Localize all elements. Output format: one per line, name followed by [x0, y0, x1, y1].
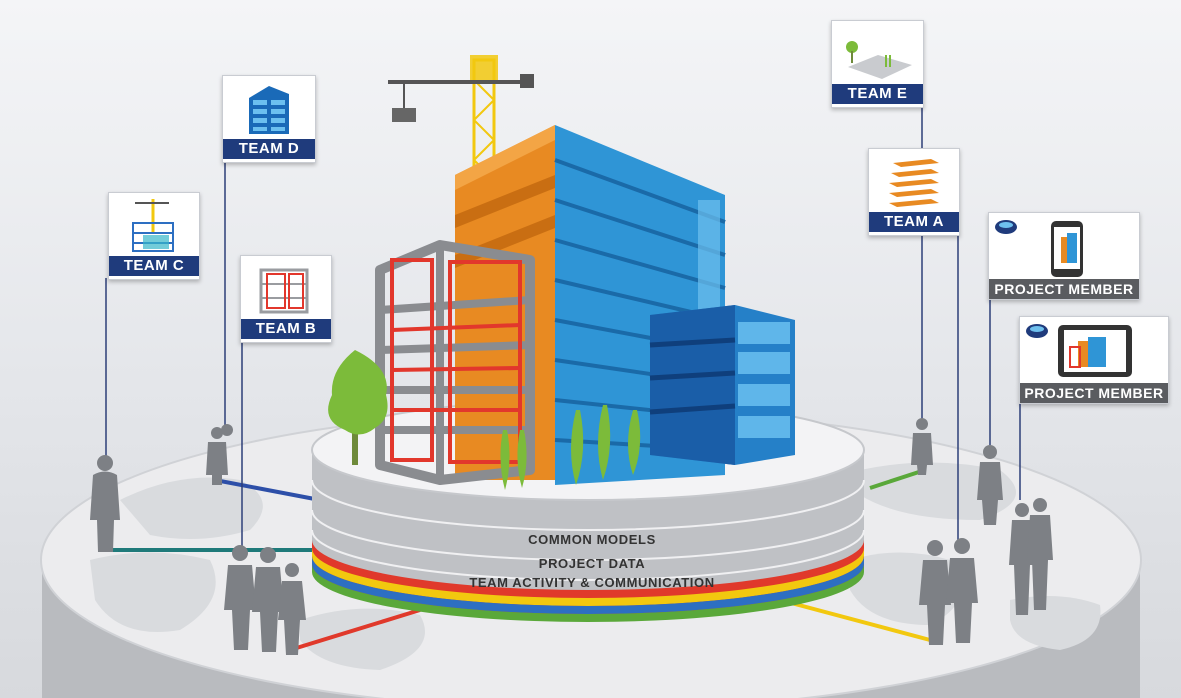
- group-team-b: [224, 545, 306, 655]
- team-e-label: TEAM E: [832, 84, 923, 107]
- group-project-member-2: [1009, 498, 1053, 615]
- steel-frame-building: [375, 240, 535, 485]
- team-b-label: TEAM B: [241, 319, 331, 342]
- layer-project-data: PROJECT DATA: [539, 556, 645, 571]
- crane-building-icon: [132, 199, 174, 252]
- people-silhouettes: [90, 418, 1053, 655]
- person-team-d: [206, 424, 233, 485]
- person-team-c: [90, 455, 120, 552]
- smartphone-icon: [1051, 221, 1083, 277]
- site-plan-icon: [846, 41, 912, 79]
- team-e-card: TEAM E: [831, 20, 924, 108]
- team-c-label: TEAM C: [109, 256, 199, 279]
- person-team-e: [911, 418, 933, 475]
- connection-lines: [105, 468, 931, 652]
- project-member-tablet-card: PROJECT MEMBER: [1019, 316, 1169, 404]
- tablet-icon: [1058, 325, 1132, 377]
- layer-common-models: COMMON MODELS: [528, 532, 656, 547]
- cloud-logo-icon: [1026, 324, 1048, 338]
- team-a-label: TEAM A: [869, 212, 959, 235]
- trees: [328, 350, 641, 490]
- group-team-a: [919, 538, 978, 645]
- layer-team-activity: TEAM ACTIVITY & COMMUNICATION: [469, 575, 714, 590]
- team-d-card: TEAM D: [222, 75, 316, 163]
- team-b-card: TEAM B: [240, 255, 332, 343]
- crane-icon: [388, 55, 534, 252]
- building-icon: [249, 86, 289, 134]
- steel-frame-icon: [259, 268, 309, 314]
- cloud-logo-icon: [995, 220, 1017, 234]
- project-member-phone-card: PROJECT MEMBER: [988, 212, 1140, 300]
- team-c-card: TEAM C: [108, 192, 200, 280]
- person-project-member-1: [977, 445, 1003, 525]
- project-member-phone-label: PROJECT MEMBER: [989, 279, 1139, 299]
- blue-annex-building: [649, 305, 795, 465]
- team-d-label: TEAM D: [223, 139, 315, 162]
- floor-slabs-icon: [889, 159, 939, 207]
- project-member-tablet-label: PROJECT MEMBER: [1020, 383, 1168, 403]
- team-a-card: TEAM A: [868, 148, 960, 236]
